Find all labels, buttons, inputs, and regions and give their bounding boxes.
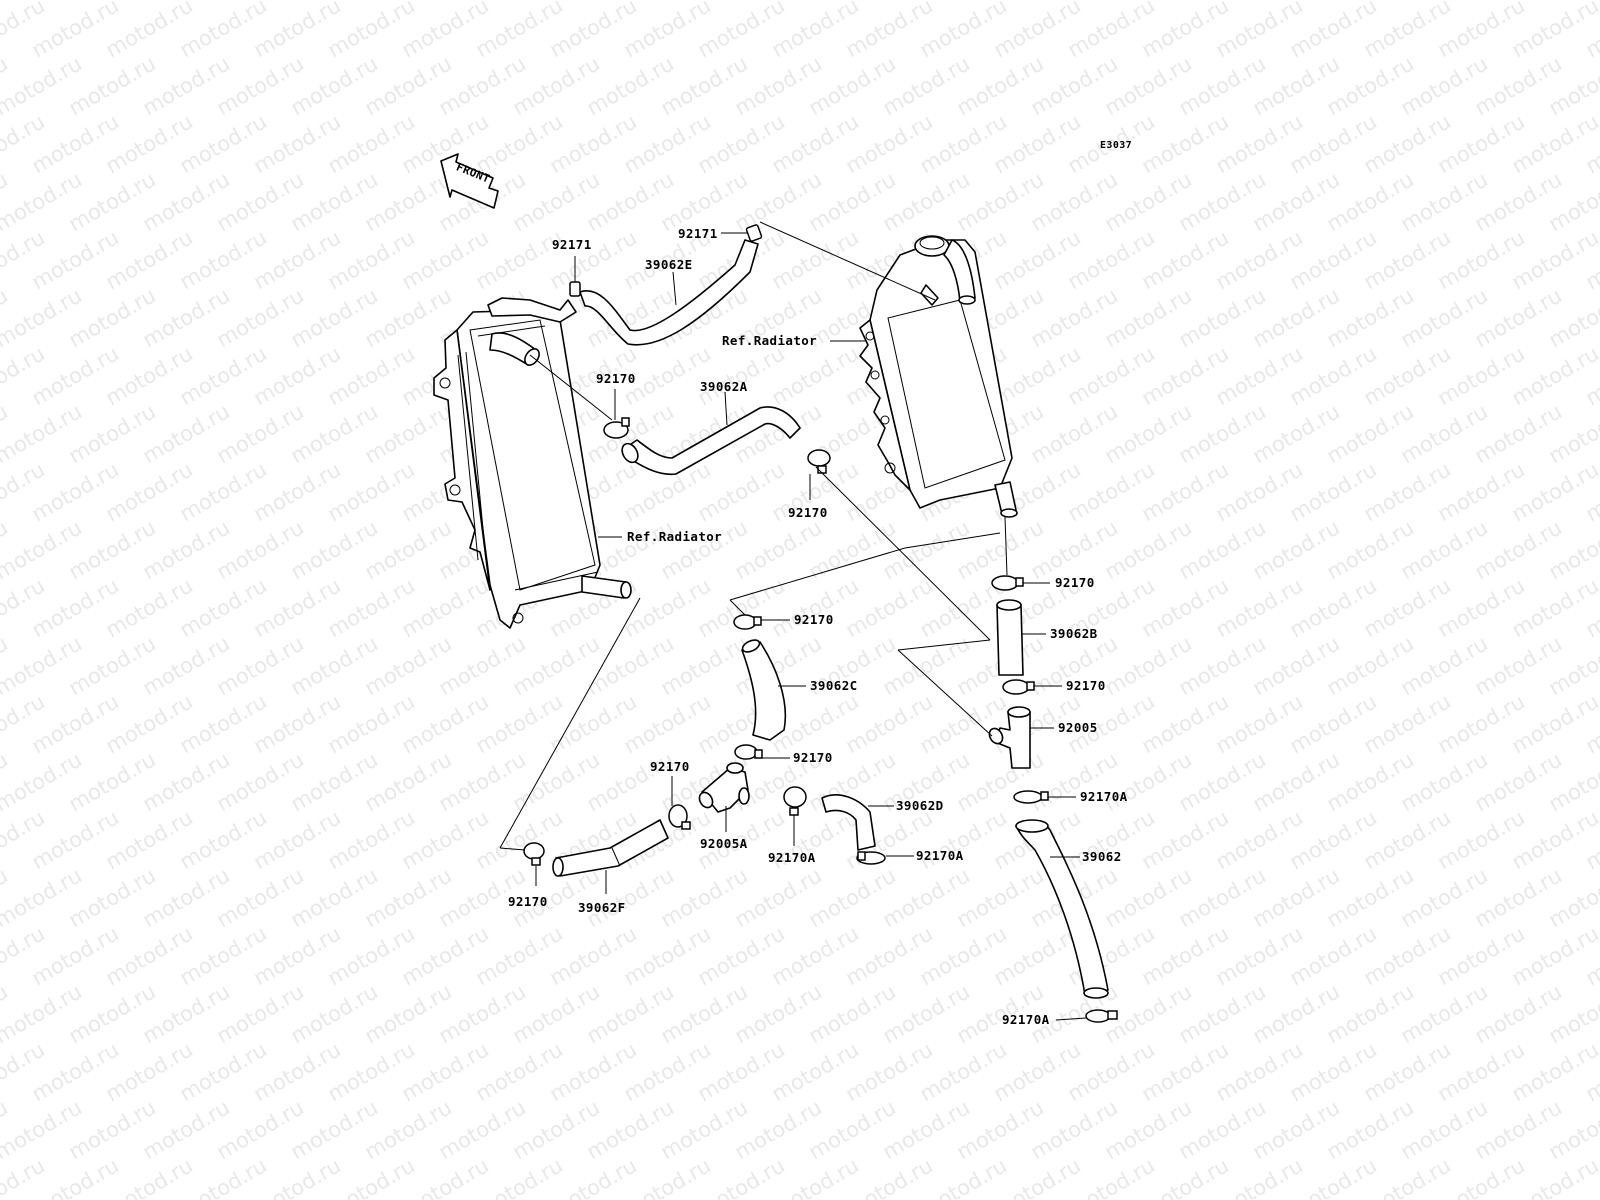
svg-text:92170: 92170 (1066, 678, 1106, 693)
label-92171-top: 92171 (678, 226, 748, 241)
label-92170-right-upper: 92170 (1023, 575, 1095, 590)
label-39062B: 39062B (1021, 626, 1098, 641)
svg-text:Ref.Radiator: Ref.Radiator (722, 333, 817, 348)
label-39062C: 39062C (778, 678, 858, 693)
clamp-92170-bottom-left (523, 842, 545, 866)
svg-text:39062: 39062 (1082, 849, 1122, 864)
label-92005: 92005 (1030, 720, 1098, 735)
clamp-92171-left (569, 281, 581, 297)
hose-39062 (1015, 820, 1109, 996)
clamp-92170-tee-left (668, 804, 691, 830)
label-92005A: 92005A (700, 806, 748, 851)
label-92170-c-top: 92170 (761, 612, 834, 627)
fitting-92005 (988, 706, 1031, 769)
svg-text:39062C: 39062C (810, 678, 858, 693)
fitting-92005A (698, 762, 750, 813)
label-92170-upper-left: 92170 (596, 371, 636, 420)
label-ref-radiator-right: Ref.Radiator (722, 333, 866, 348)
svg-text:92170: 92170 (596, 371, 636, 386)
label-92170A-d: 92170A (886, 848, 964, 863)
label-39062: 39062 (1050, 849, 1122, 864)
clamp-92170-upper-left (603, 417, 630, 439)
svg-text:92005: 92005 (1058, 720, 1098, 735)
label-92171-left: 92171 (552, 237, 592, 282)
diagram-code: E3037 (1100, 140, 1132, 151)
label-39062D: 39062D (868, 798, 944, 813)
label-39062E: 39062E (645, 257, 693, 306)
label-39062A: 39062A (700, 379, 748, 426)
svg-text:Ref.Radiator: Ref.Radiator (627, 529, 722, 544)
hose-39062A (624, 406, 801, 476)
hose-39062E (579, 239, 759, 346)
svg-text:92171: 92171 (678, 226, 718, 241)
svg-text:39062B: 39062B (1050, 626, 1098, 641)
label-92170-c-bottom: 92170 (762, 750, 833, 765)
svg-text:39062A: 39062A (700, 379, 748, 394)
right-radiator (859, 235, 1018, 518)
clamp-92170A-right (1013, 790, 1049, 804)
svg-text:92170A: 92170A (916, 848, 964, 863)
svg-text:92170A: 92170A (1080, 789, 1128, 804)
svg-text:92171: 92171 (552, 237, 592, 252)
svg-text:39062E: 39062E (645, 257, 693, 272)
clamp-92170A-bottom (1085, 1009, 1118, 1023)
left-radiator (433, 297, 632, 629)
label-92170A-right: 92170A (1048, 789, 1128, 804)
hose-39062D (821, 794, 876, 851)
label-92170-bottom-left: 92170 (508, 866, 548, 909)
svg-text:92170: 92170 (793, 750, 833, 765)
label-92170A-bottom: 92170A (1002, 1012, 1087, 1027)
svg-text:39062D: 39062D (896, 798, 944, 813)
svg-text:92170A: 92170A (768, 850, 816, 865)
watermark-text: motod.ru (0, 0, 86, 4)
label-92170A-mid: 92170A (768, 815, 816, 865)
svg-text:92170: 92170 (794, 612, 834, 627)
svg-text:39062F: 39062F (578, 900, 626, 915)
hose-39062C (741, 641, 787, 741)
hose-39062B (996, 604, 1024, 676)
svg-text:92170: 92170 (508, 894, 548, 909)
clamp-92170-c-bottom (734, 744, 763, 760)
clamp-92170A-mid (783, 786, 807, 816)
svg-text:92170: 92170 (1055, 575, 1095, 590)
clamp-92170-right-upper (991, 575, 1024, 591)
svg-text:92170: 92170 (650, 759, 690, 774)
clamp-92170-right-lower (1002, 679, 1035, 695)
label-92170-tee-left: 92170 (650, 759, 690, 806)
label-ref-radiator-left: Ref.Radiator (598, 529, 722, 544)
label-92170-right-lower: 92170 (1034, 678, 1106, 693)
svg-text:92170A: 92170A (1002, 1012, 1050, 1027)
label-92170-mid: 92170 (788, 474, 828, 520)
clamp-92171-top (745, 224, 763, 242)
label-39062F: 39062F (578, 870, 626, 915)
svg-text:92170: 92170 (788, 505, 828, 520)
svg-text:92005A: 92005A (700, 836, 748, 851)
clamp-92170A-d (856, 851, 886, 865)
clamp-92170-c-top (733, 614, 762, 630)
